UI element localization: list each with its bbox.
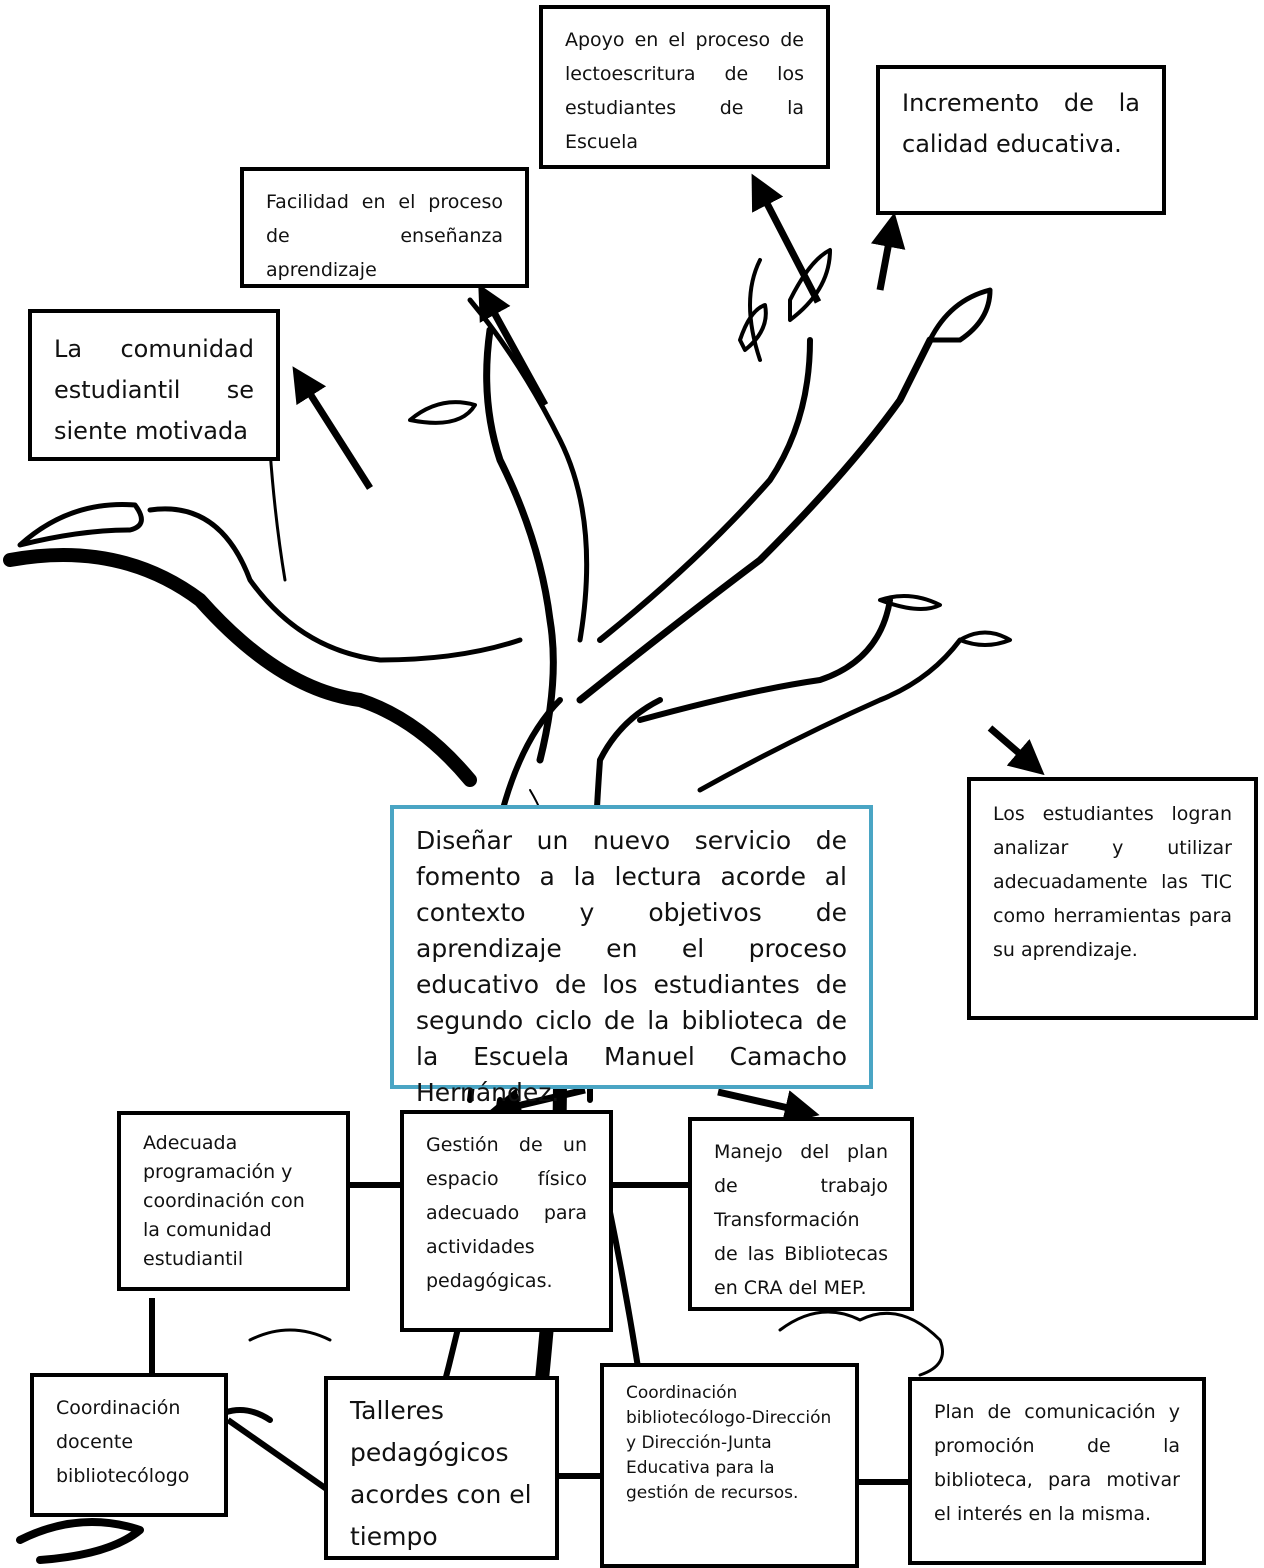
effect-motivada-text: La comunidad estudiantil se siente motiv…: [54, 335, 254, 445]
bush-right: [778, 1310, 944, 1377]
effect-tic-text: Los estudiantes logran analizar y utiliz…: [993, 803, 1232, 961]
small-leaf-center: [408, 400, 477, 425]
effect-incremento: Incremento de la calidad educativa.: [876, 65, 1166, 215]
left-twig: [268, 448, 287, 582]
ground-left: [16, 1518, 144, 1564]
bush-left: [248, 1328, 332, 1342]
effect-incremento-text: Incremento de la calidad educativa.: [902, 89, 1140, 158]
objective-text: Diseñar un nuevo servicio de fomento a l…: [416, 826, 847, 1107]
means-coordinacion-direccion-text: Coordinación bibliotecólogo-Dirección y …: [626, 1383, 832, 1503]
means-coordinacion-docente-text: Coordinación docente bibliotecólogo: [56, 1397, 190, 1487]
effect-tic: Los estudiantes logran analizar y utiliz…: [967, 777, 1258, 1020]
means-plan-comunicacion-text: Plan de comunicación y promoción de la b…: [934, 1401, 1180, 1525]
arrow-to-tic: [987, 725, 1045, 776]
effect-motivada: La comunidad estudiantil se siente motiv…: [28, 309, 280, 461]
means-talleres-text: Talleres pedagógicos acordes con el tiem…: [350, 1396, 532, 1551]
arrow-to-incremento: [870, 212, 906, 291]
means-talleres: Talleres pedagógicos acordes con el tiem…: [324, 1376, 559, 1560]
connector-docente-talleres: [226, 1417, 330, 1493]
center-left-branch: [483, 326, 557, 764]
lower-right-branch-2: [697, 637, 963, 793]
arrow-to-apoyo: [751, 173, 822, 304]
means-coordinacion-direccion: Coordinación bibliotecólogo-Dirección y …: [600, 1363, 859, 1568]
right-leaf-small: [738, 303, 768, 352]
objective-box: Diseñar un nuevo servicio de fomento a l…: [390, 805, 873, 1107]
left-leaf: [17, 502, 144, 548]
means-gestion-espacio-text: Gestión de un espacio físico adecuado pa…: [426, 1134, 587, 1292]
lower-right-branch: [637, 597, 893, 723]
left-branch-upper: [147, 506, 523, 663]
center-left-branch-2: [467, 297, 590, 643]
left-branch-lower: [3, 548, 477, 787]
means-gestion-espacio: Gestión de un espacio físico adecuado pa…: [400, 1110, 613, 1332]
effect-facilidad: Facilidad en el proceso de enseñanza apr…: [240, 167, 529, 288]
arrow-to-motivada: [292, 366, 373, 490]
right-branch-2: [597, 337, 813, 643]
effect-facilidad-text: Facilidad en el proceso de enseñanza apr…: [266, 191, 503, 281]
means-programacion: Adecuada programación y coordinación con…: [117, 1111, 350, 1291]
arrow-to-manejo: [717, 1088, 820, 1125]
right-leaf-top: [927, 287, 993, 343]
right-branch-3: [748, 258, 762, 362]
right-leaf-lower-1: [878, 594, 942, 611]
means-plan-comunicacion: Plan de comunicación y promoción de la b…: [908, 1377, 1206, 1565]
means-manejo-plan-text: Manejo del plan de trabajo Transformació…: [714, 1141, 888, 1299]
arrow-to-gestion: [486, 1086, 586, 1123]
effect-apoyo: Apoyo en el proceso de lectoescritura de…: [539, 5, 830, 169]
right-branch-main: [576, 336, 934, 704]
means-programacion-text: Adecuada programación y coordinación con…: [143, 1132, 305, 1270]
means-coordinacion-docente: Coordinación docente bibliotecólogo: [30, 1373, 228, 1517]
effect-apoyo-text: Apoyo en el proceso de lectoescritura de…: [565, 29, 804, 153]
arrow-to-facilidad: [478, 283, 549, 407]
right-leaf-lower-2: [958, 630, 1012, 647]
means-manejo-plan: Manejo del plan de trabajo Transformació…: [688, 1117, 914, 1311]
